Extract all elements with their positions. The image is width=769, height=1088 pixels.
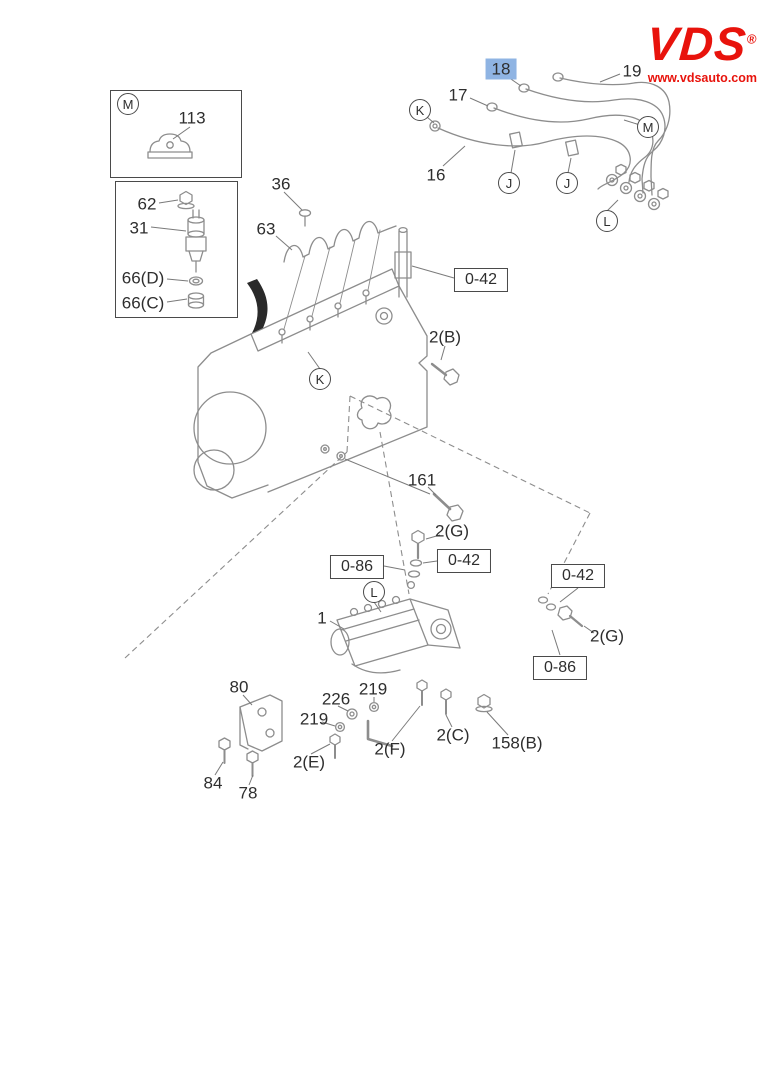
part-label-62[interactable]: 62: [137, 194, 157, 214]
callout-j-left: J: [498, 172, 520, 194]
ref-box-0-86-pump[interactable]: 0-86: [329, 555, 385, 579]
callout-j-right: J: [556, 172, 578, 194]
vds-logo: VDS® www.vdsauto.com: [644, 17, 758, 85]
part-label-158b[interactable]: 158(B): [491, 733, 543, 753]
vds-logo-text: VDS®: [644, 17, 758, 70]
part-label-17[interactable]: 17: [448, 85, 468, 105]
leader-lines: [150, 73, 641, 786]
part-label-78[interactable]: 78: [238, 783, 258, 803]
part-label-66c[interactable]: 66(C): [121, 293, 165, 313]
part-label-63[interactable]: 63: [256, 219, 276, 239]
part-label-113[interactable]: 113: [178, 108, 206, 128]
part-label-18-selected[interactable]: 18: [485, 58, 517, 80]
construction-lines: [124, 395, 591, 659]
part-label-161[interactable]: 161: [407, 470, 437, 490]
vdsauto-link[interactable]: www.vdsauto.com: [647, 71, 757, 85]
bracket-80: [218, 694, 283, 777]
injection-pipes: [429, 72, 671, 211]
right-2g-group: [537, 596, 584, 628]
part-label-2g-pump[interactable]: 2(G): [435, 521, 469, 541]
part-label-66d[interactable]: 66(D): [121, 268, 165, 288]
part-label-1[interactable]: 1: [317, 608, 327, 628]
callout-m-pipes: M: [637, 116, 659, 138]
part-label-2g-right[interactable]: 2(G): [590, 626, 624, 646]
part-31-injector: [177, 190, 207, 309]
part-label-219-b[interactable]: 219: [299, 709, 329, 729]
part-label-2e[interactable]: 2(E): [292, 752, 326, 772]
part-label-80[interactable]: 80: [229, 677, 249, 697]
part-label-2b[interactable]: 2(B): [428, 327, 462, 347]
ref-box-0-42-right[interactable]: 0-42: [550, 564, 606, 588]
part-label-19[interactable]: 19: [622, 61, 642, 81]
engine-block: [193, 209, 460, 499]
ref-box-0-42-pump[interactable]: 0-42: [436, 549, 492, 573]
part-label-36[interactable]: 36: [271, 174, 291, 194]
ref-box-0-42-pipe[interactable]: 0-42: [453, 268, 509, 292]
ref-box-0-86-right[interactable]: 0-86: [532, 656, 588, 680]
part-161-sensor: [432, 492, 464, 522]
callout-m-box: M: [117, 93, 139, 115]
part-label-2c[interactable]: 2(C): [436, 725, 470, 745]
part-label-16[interactable]: 16: [426, 165, 446, 185]
part-label-84[interactable]: 84: [203, 773, 223, 793]
callout-k-top: K: [409, 99, 431, 121]
part-label-2f[interactable]: 2(F): [374, 739, 406, 759]
callout-k-head: K: [309, 368, 331, 390]
part-label-219-a[interactable]: 219: [358, 679, 388, 699]
injection-pump: [330, 595, 461, 674]
callout-l-pump: L: [363, 581, 385, 603]
part-2g-upper-bolt: [406, 529, 425, 590]
part-label-31[interactable]: 31: [129, 218, 149, 238]
pump-hardware: [329, 679, 493, 759]
part-113-clamp: [147, 133, 193, 159]
part-label-226[interactable]: 226: [321, 689, 351, 709]
callout-l-pipes: L: [596, 210, 618, 232]
